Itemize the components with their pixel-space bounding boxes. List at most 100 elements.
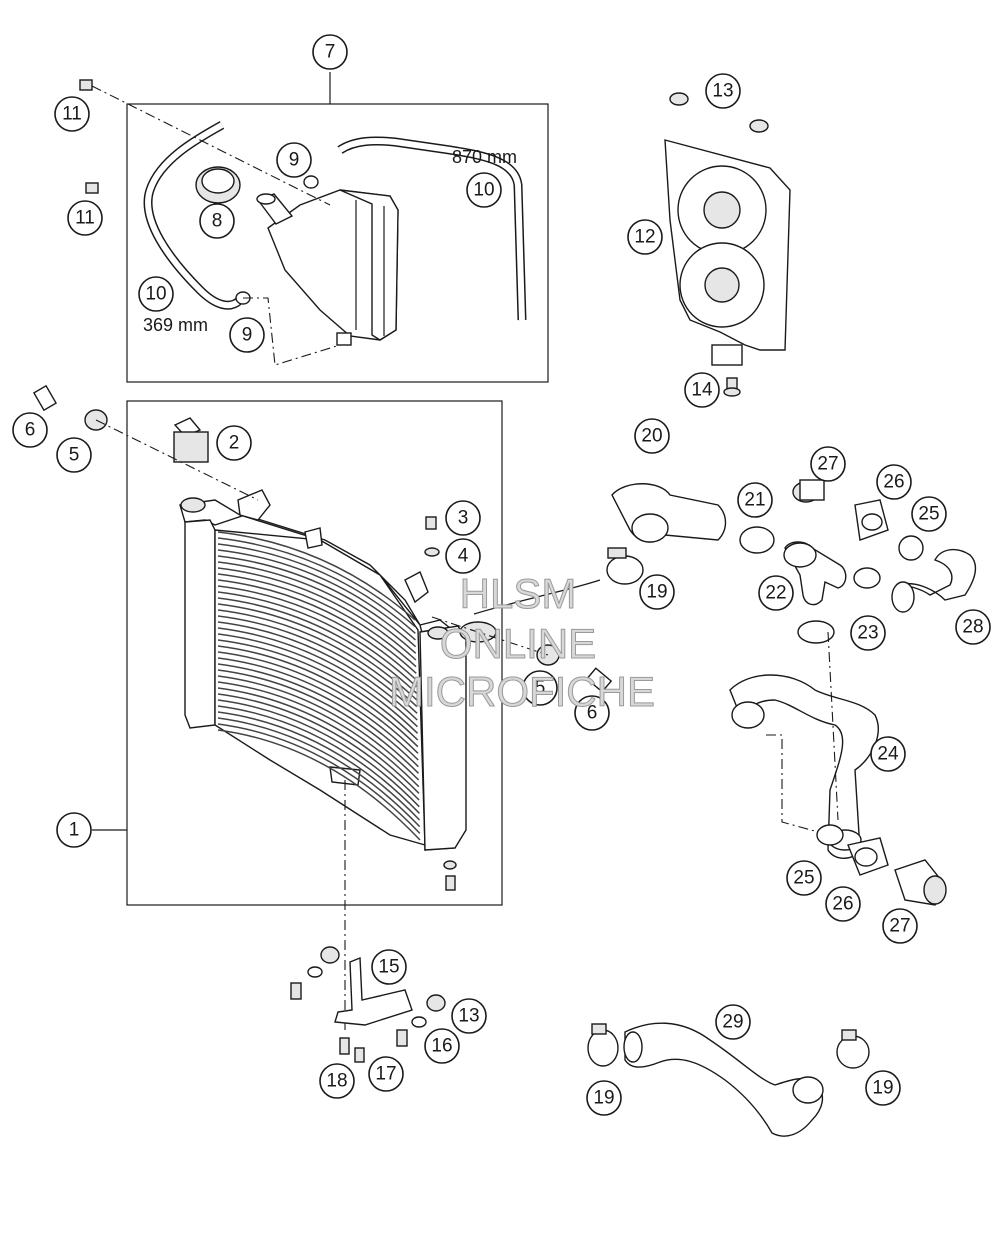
callout-7[interactable]: 7 xyxy=(312,34,348,70)
svg-text:27: 27 xyxy=(817,454,838,475)
svg-text:1: 1 xyxy=(69,820,80,841)
clamp-23 xyxy=(797,567,881,644)
svg-text:27: 27 xyxy=(889,916,910,937)
callout-17[interactable]: 17 xyxy=(368,1056,404,1092)
bracket-15 xyxy=(334,956,413,1026)
tank-cap xyxy=(195,166,241,204)
t-piece-22 xyxy=(783,541,847,606)
radiator-fin xyxy=(217,663,419,768)
callout-9-lower[interactable]: 9 xyxy=(229,317,265,353)
callout-5-upper[interactable]: 5 xyxy=(56,437,92,473)
callout-26-upper[interactable]: 26 xyxy=(876,464,912,500)
radiator-fin xyxy=(217,669,420,774)
radiator-fin xyxy=(217,627,418,728)
svg-text:28: 28 xyxy=(962,617,983,638)
callout-25-upper[interactable]: 25 xyxy=(911,496,947,532)
grommet-13-bracket xyxy=(320,946,446,1012)
callout-2[interactable]: 2 xyxy=(216,425,252,461)
radiator-fin xyxy=(217,633,419,734)
callout-27-upper[interactable]: 27 xyxy=(810,446,846,482)
svg-text:9: 9 xyxy=(242,325,253,346)
svg-text:12: 12 xyxy=(634,227,655,248)
callout-15[interactable]: 15 xyxy=(371,949,407,985)
radiator-fin xyxy=(217,585,417,681)
callout-27-lower[interactable]: 27 xyxy=(882,908,918,944)
radiator-fin xyxy=(217,651,419,754)
callout-13-lower[interactable]: 13 xyxy=(451,998,487,1034)
callout-16[interactable]: 16 xyxy=(424,1028,460,1064)
svg-text:3: 3 xyxy=(458,508,469,529)
radiator-fin xyxy=(217,693,420,801)
callout-19-lower-left[interactable]: 19 xyxy=(586,1080,622,1116)
svg-text:13: 13 xyxy=(458,1006,479,1027)
callout-14[interactable]: 14 xyxy=(684,372,720,408)
radiator-fin xyxy=(217,555,417,648)
callout-11-upper[interactable]: 11 xyxy=(54,96,90,132)
callout-8[interactable]: 8 xyxy=(199,203,235,239)
callout-9-upper[interactable]: 9 xyxy=(276,142,312,178)
radiator-fin xyxy=(217,729,421,841)
svg-text:18: 18 xyxy=(326,1071,347,1092)
svg-text:6: 6 xyxy=(587,703,598,724)
svg-text:ONLINE: ONLINE xyxy=(440,620,596,667)
radiator-fin xyxy=(217,675,420,781)
callout-20[interactable]: 20 xyxy=(634,418,670,454)
radiator-fin xyxy=(217,723,421,834)
svg-text:17: 17 xyxy=(375,1064,396,1085)
svg-text:22: 22 xyxy=(765,583,786,604)
callout-11-lower[interactable]: 11 xyxy=(67,200,103,236)
svg-text:10: 10 xyxy=(145,284,166,305)
callout-10-right[interactable]: 10 xyxy=(466,172,502,208)
svg-text:25: 25 xyxy=(793,868,814,889)
bolts-bracket xyxy=(290,966,427,1063)
callout-4[interactable]: 4 xyxy=(445,538,481,574)
callout-22[interactable]: 22 xyxy=(758,575,794,611)
callout-10-left[interactable]: 10 xyxy=(138,276,174,312)
radiator-fin xyxy=(217,531,416,621)
callout-23[interactable]: 23 xyxy=(850,615,886,651)
svg-text:8: 8 xyxy=(212,211,223,232)
svg-text:5: 5 xyxy=(69,445,80,466)
callout-28[interactable]: 28 xyxy=(955,609,991,645)
callout-24[interactable]: 24 xyxy=(870,736,906,772)
callout-6-upper[interactable]: 6 xyxy=(12,412,48,448)
dimension-hose-long: 870 mm xyxy=(452,147,517,167)
callout-13-upper[interactable]: 13 xyxy=(705,73,741,109)
hose-20 xyxy=(611,483,727,543)
callout-25-lower[interactable]: 25 xyxy=(786,860,822,896)
svg-text:5: 5 xyxy=(535,678,546,699)
watermark: HLSM ONLINE MICROFICHE xyxy=(389,570,656,716)
radiator-fin xyxy=(217,645,419,748)
svg-text:HLSM: HLSM xyxy=(460,570,577,617)
callout-6-lower[interactable]: 6 xyxy=(574,695,610,731)
radiator-fin xyxy=(217,687,420,794)
washer-4 xyxy=(424,547,440,557)
svg-text:19: 19 xyxy=(593,1088,614,1109)
radiator-fin xyxy=(217,543,416,634)
callout-26-lower[interactable]: 26 xyxy=(825,886,861,922)
callout-5-lower[interactable]: 5 xyxy=(522,670,558,706)
radiator-fin xyxy=(217,561,417,654)
radiator-fin xyxy=(217,597,418,694)
callout-29[interactable]: 29 xyxy=(715,1004,751,1040)
thermostat-27-lower xyxy=(894,859,947,906)
clamp-19-upper xyxy=(606,547,644,585)
callout-19-lower-right[interactable]: 19 xyxy=(865,1070,901,1106)
screw-14 xyxy=(723,377,741,397)
radiator-fin xyxy=(217,711,421,821)
svg-text:23: 23 xyxy=(857,623,878,644)
svg-text:MICROFICHE: MICROFICHE xyxy=(389,668,655,715)
screw-11-lower xyxy=(85,182,99,194)
svg-text:4: 4 xyxy=(458,546,469,567)
hose-24 xyxy=(729,674,879,859)
callout-1[interactable]: 1 xyxy=(56,812,92,848)
callout-3[interactable]: 3 xyxy=(445,500,481,536)
callout-12[interactable]: 12 xyxy=(627,219,663,255)
svg-text:24: 24 xyxy=(877,744,899,765)
callout-21[interactable]: 21 xyxy=(737,482,773,518)
svg-text:11: 11 xyxy=(75,208,95,229)
screw-11-upper xyxy=(79,79,93,91)
callout-18[interactable]: 18 xyxy=(319,1063,355,1099)
callout-19-upper[interactable]: 19 xyxy=(639,574,675,610)
dimension-hose-short: 369 mm xyxy=(143,315,208,335)
